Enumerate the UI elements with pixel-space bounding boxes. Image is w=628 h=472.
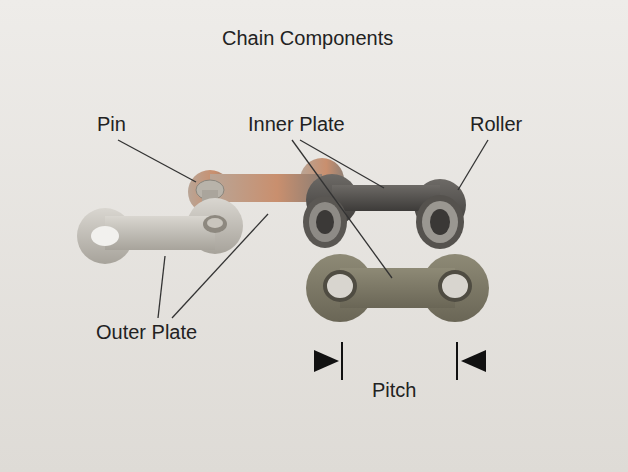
part-label: Pitch bbox=[372, 378, 416, 402]
pitch-dimension bbox=[314, 342, 486, 380]
outer-plate-front bbox=[77, 198, 243, 264]
inner-link bbox=[303, 174, 466, 249]
part-label: Inner Plate bbox=[248, 112, 345, 136]
diagram-title: Chain Components bbox=[222, 26, 393, 50]
part-label: Pin bbox=[97, 112, 126, 136]
leader-lines bbox=[118, 140, 488, 318]
loose-inner-plate bbox=[306, 254, 489, 322]
part-label: Roller bbox=[470, 112, 522, 136]
part-label: Outer Plate bbox=[96, 320, 197, 344]
